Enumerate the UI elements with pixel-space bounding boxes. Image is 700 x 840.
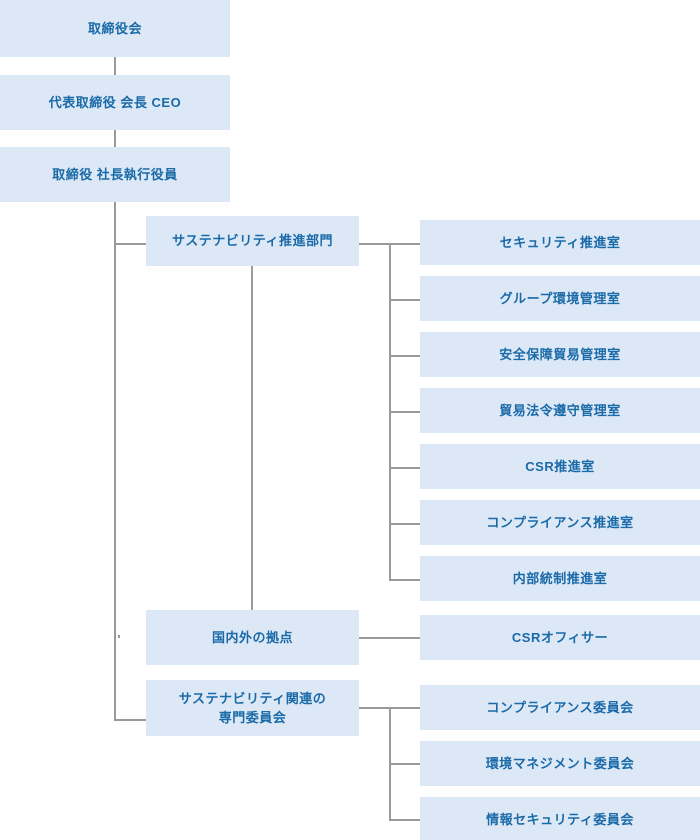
node-label: 安全保障貿易管理室 bbox=[499, 346, 621, 362]
node-csr-promotion-office[interactable]: CSR推進室 bbox=[420, 444, 700, 489]
node-label: サステナビリティ推進部門 bbox=[172, 233, 333, 249]
node-label: コンプライアンス推進室 bbox=[486, 514, 634, 530]
node-csr-officer[interactable]: CSRオフィサー bbox=[420, 615, 700, 660]
node-label: 取締役会 bbox=[87, 20, 142, 36]
connector-office-branch-7 bbox=[389, 579, 420, 581]
node-label-line2: 専門委員会 bbox=[218, 710, 287, 725]
node-label: 環境マネジメント委員会 bbox=[485, 755, 635, 771]
node-sustainability-promotion-division[interactable]: サステナビリティ推進部門 bbox=[146, 216, 359, 266]
node-domestic-overseas-bases[interactable]: 国内外の拠点 bbox=[146, 610, 359, 665]
node-label: CSR推進室 bbox=[525, 458, 595, 474]
connector-left-trunk bbox=[114, 202, 116, 721]
node-compliance-promotion-office[interactable]: コンプライアンス推進室 bbox=[420, 500, 700, 545]
connector-chairman-to-president bbox=[114, 130, 116, 147]
node-compliance-committee[interactable]: コンプライアンス委員会 bbox=[420, 685, 700, 730]
connector-bases-to-csr-officer bbox=[359, 637, 420, 639]
connector-board-to-chairman bbox=[114, 57, 116, 75]
node-representative-director-chairman-ceo[interactable]: 代表取締役 会長 CEO bbox=[0, 75, 230, 130]
node-sustainability-related-committees[interactable]: サステナビリティ関連の 専門委員会 bbox=[146, 680, 359, 736]
node-label: 内部統制推進室 bbox=[512, 570, 608, 586]
node-environmental-management-committee[interactable]: 環境マネジメント委員会 bbox=[420, 741, 700, 786]
node-label-line1: サステナビリティ関連の bbox=[178, 690, 327, 706]
node-group-environment-management-office[interactable]: グループ環境管理室 bbox=[420, 276, 700, 321]
node-label: サステナビリティ関連の 専門委員会 bbox=[152, 689, 353, 728]
node-security-promotion-office[interactable]: セキュリティ推進室 bbox=[420, 220, 700, 265]
connector-trunk-to-sustainability-division bbox=[114, 243, 146, 245]
node-label: グループ環境管理室 bbox=[499, 290, 621, 306]
node-label: 国内外の拠点 bbox=[211, 629, 293, 645]
node-label: CSRオフィサー bbox=[511, 629, 609, 645]
node-information-security-committee[interactable]: 情報セキュリティ委員会 bbox=[420, 797, 700, 840]
node-label: コンプライアンス委員会 bbox=[486, 699, 634, 715]
connector-trunk-to-sustainability-committees bbox=[114, 719, 146, 721]
node-board-of-directors[interactable]: 取締役会 bbox=[0, 0, 230, 57]
node-trade-compliance-management-office[interactable]: 貿易法令遵守管理室 bbox=[420, 388, 700, 433]
node-label: 情報セキュリティ委員会 bbox=[486, 811, 634, 827]
connector-tick-mark bbox=[118, 635, 120, 638]
connector-committee-branch-3 bbox=[389, 819, 420, 821]
node-label: 取締役 社長執行役員 bbox=[52, 166, 178, 182]
connector-office-branch-1 bbox=[389, 243, 420, 245]
connector-office-branch-2 bbox=[389, 299, 420, 301]
connector-committee-branch-2 bbox=[389, 763, 420, 765]
node-internal-control-promotion-office[interactable]: 内部統制推進室 bbox=[420, 556, 700, 601]
connector-committee-branch-1 bbox=[389, 707, 420, 709]
connector-division-to-bases bbox=[251, 266, 253, 610]
connector-office-branch-6 bbox=[389, 523, 420, 525]
connector-office-branch-4 bbox=[389, 411, 420, 413]
node-label: 代表取締役 会長 CEO bbox=[48, 94, 182, 110]
node-label: セキュリティ推進室 bbox=[499, 234, 621, 250]
node-security-trade-control-office[interactable]: 安全保障貿易管理室 bbox=[420, 332, 700, 377]
node-label: 貿易法令遵守管理室 bbox=[499, 402, 621, 418]
connector-office-branch-5 bbox=[389, 467, 420, 469]
node-director-president-executive-officer[interactable]: 取締役 社長執行役員 bbox=[0, 147, 230, 202]
connector-office-branch-3 bbox=[389, 355, 420, 357]
